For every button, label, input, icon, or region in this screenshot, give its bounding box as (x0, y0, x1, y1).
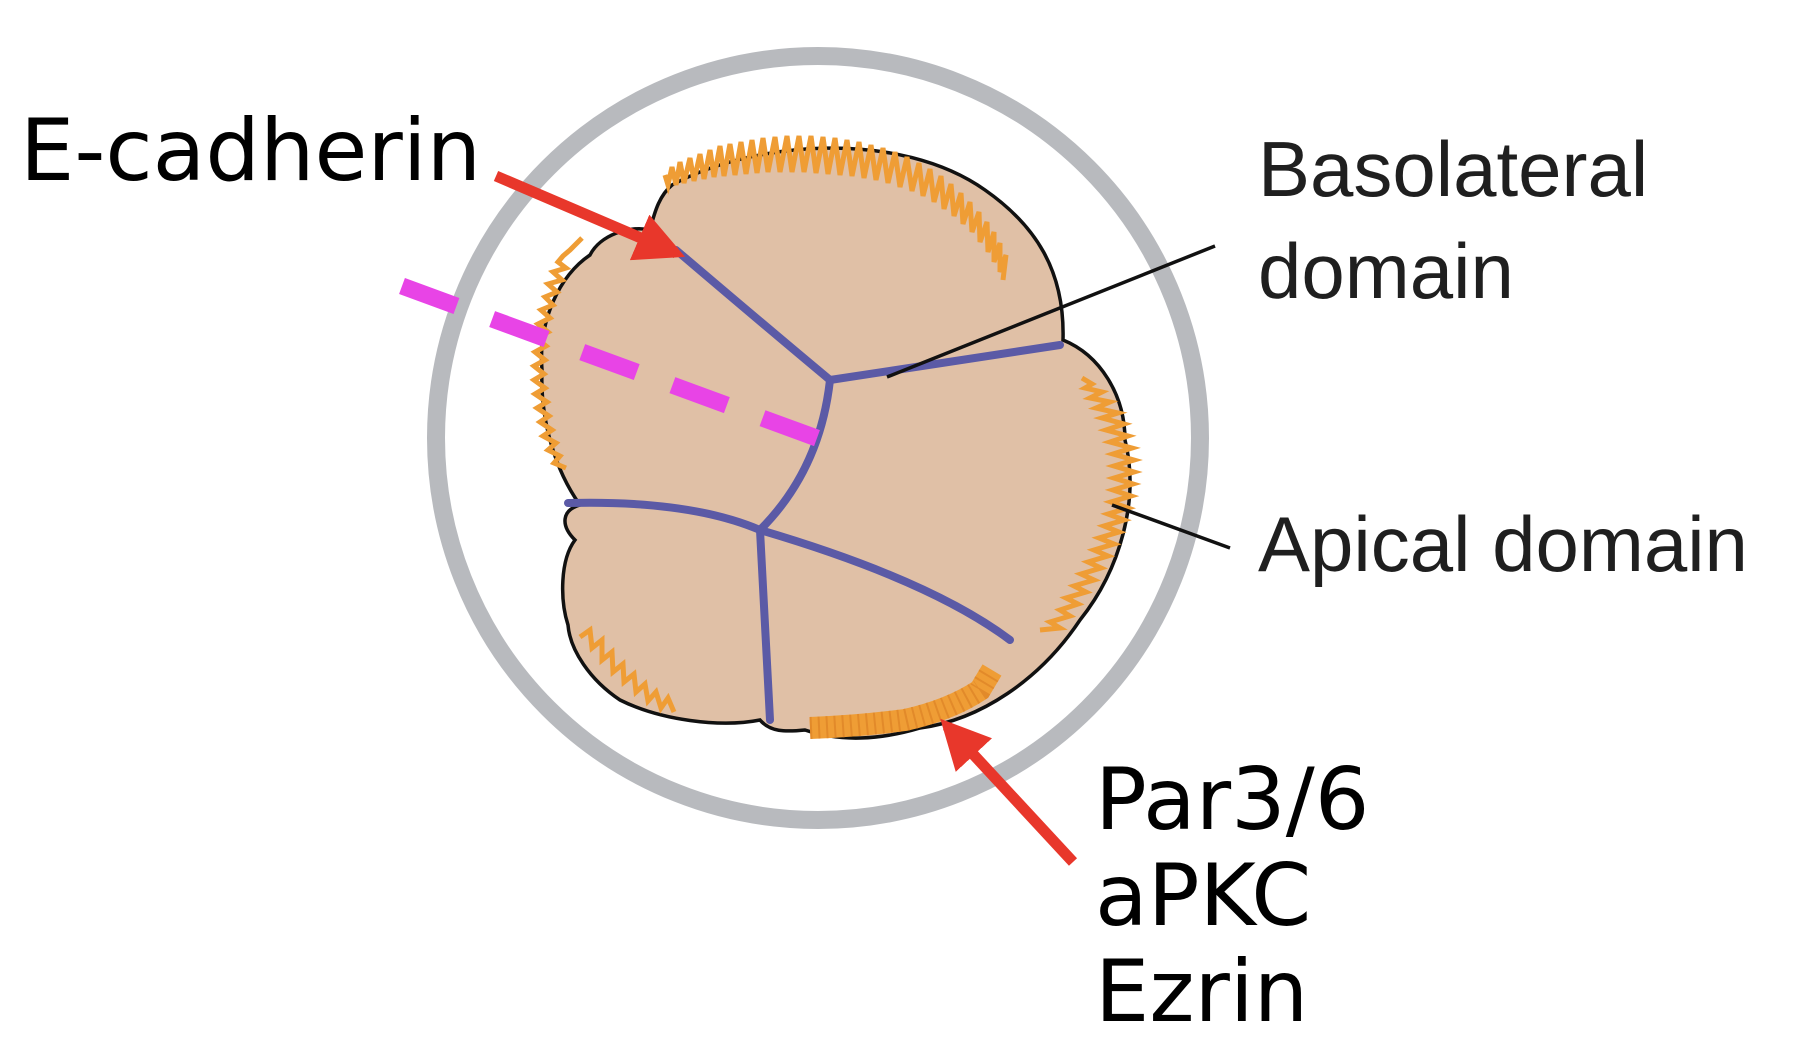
ezrin-label: Ezrin (1095, 942, 1309, 1042)
protein-labels: Par3/6 aPKC Ezrin (1095, 752, 1369, 1040)
division-plane-line (399, 278, 825, 448)
basolateral-label-line2: domain (1258, 227, 1514, 315)
e-cadherin-arrow-icon (493, 170, 686, 261)
apkc-label: aPKC (1095, 846, 1312, 946)
e-cadherin-label: E-cadherin (20, 101, 482, 201)
apical-domain-label: Apical domain (1258, 500, 1748, 588)
cell-junctions (564, 246, 1064, 724)
basolateral-leader-line (886, 244, 1216, 379)
apical-leader-line (1111, 503, 1231, 550)
par3-6-label: Par3/6 (1095, 750, 1370, 850)
apical-microvilli (529, 135, 1143, 714)
outer-ring (427, 47, 1209, 829)
par-complex-arrow-icon (940, 718, 1078, 866)
basolateral-label-line1: Basolateral (1258, 125, 1649, 213)
